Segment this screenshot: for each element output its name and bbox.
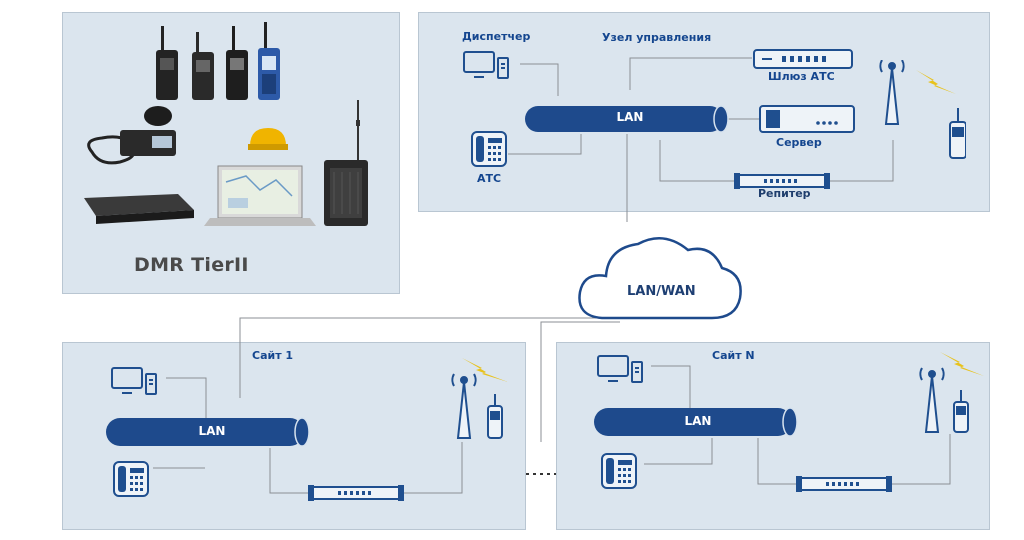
wire-pbx-lan — [508, 134, 582, 155]
dmr-title: DMR TierII — [134, 254, 249, 276]
repeater-label: Репитер — [758, 187, 811, 200]
rack-unit-icon — [84, 194, 194, 224]
computer-icon — [463, 51, 509, 79]
control-node-radio-group — [879, 60, 966, 159]
base-station-icon — [324, 100, 368, 226]
site-1-title: Сайт 1 — [252, 349, 294, 362]
wire-site1-lan-repeater — [269, 448, 310, 494]
pbx-gateway-icon — [753, 49, 853, 69]
site-n-title: Сайт N — [712, 349, 755, 362]
wire-site1-repeater-antenna — [402, 442, 463, 494]
portable-radio-icon — [949, 108, 966, 159]
wire-siten-lan-repeater — [757, 438, 798, 485]
pbx-phone-icon — [471, 131, 507, 167]
computer-icon — [597, 355, 643, 383]
antenna-icon — [879, 60, 905, 125]
cloud-label: LAN/WAN — [627, 284, 696, 299]
handheld-radio-icon — [258, 22, 280, 100]
lightning-icon — [462, 358, 508, 382]
phone-icon — [601, 453, 637, 489]
site-n-lan-pipe — [594, 407, 798, 437]
control-node-title: Узел управления — [602, 31, 712, 44]
phone-icon — [113, 461, 149, 497]
wire-siten-repeater-antenna — [888, 434, 951, 485]
helmet-icon — [248, 128, 288, 150]
wire-siten-pc-lan — [651, 365, 691, 409]
handheld-radio-icon — [226, 26, 248, 100]
site-1-lan-pipe — [106, 417, 310, 447]
antenna-icon — [451, 373, 477, 439]
wire-repeater-antenna — [830, 140, 894, 182]
lightning-icon — [916, 70, 956, 94]
wire-lan-gateway — [629, 57, 752, 90]
repeater-icon — [796, 476, 892, 492]
portable-radio-icon — [953, 390, 969, 433]
site-1-lan-label: LAN — [198, 424, 226, 438]
control-node-lan-pipe — [525, 105, 729, 133]
portable-radio-icon — [487, 394, 503, 439]
handheld-radio-icon — [156, 26, 178, 100]
wire-lan-repeater — [659, 140, 736, 182]
site-1-radio-group — [451, 358, 508, 439]
dmr-equipment-illustration — [84, 22, 368, 226]
server-label: Сервер — [776, 136, 822, 149]
repeater-icon — [734, 173, 830, 189]
server-icon — [759, 105, 855, 133]
lightning-icon — [940, 352, 984, 376]
dispatcher-label: Диспетчер — [462, 30, 531, 43]
wire-siten-phone-lan — [644, 438, 713, 465]
lan-wan-cloud-icon — [578, 237, 742, 320]
repeater-icon — [308, 485, 404, 501]
site-n-radio-group — [919, 352, 984, 433]
mobile-radio-icon — [87, 106, 176, 165]
antenna-icon — [919, 367, 945, 433]
wire-site1-pc-lan — [166, 377, 207, 418]
laptop-icon — [204, 165, 316, 226]
pbx-label: АТС — [477, 172, 502, 185]
wire-dispatcher-lan — [520, 63, 559, 96]
site-n-lan-label: LAN — [684, 414, 712, 428]
handheld-radio-icon — [192, 32, 214, 100]
wire-siten-cloud — [540, 321, 620, 442]
gateway-label: Шлюз АТС — [768, 70, 835, 83]
computer-icon — [111, 367, 157, 395]
wire-site1-cloud — [239, 317, 620, 398]
control-node-lan-label: LAN — [616, 110, 644, 124]
